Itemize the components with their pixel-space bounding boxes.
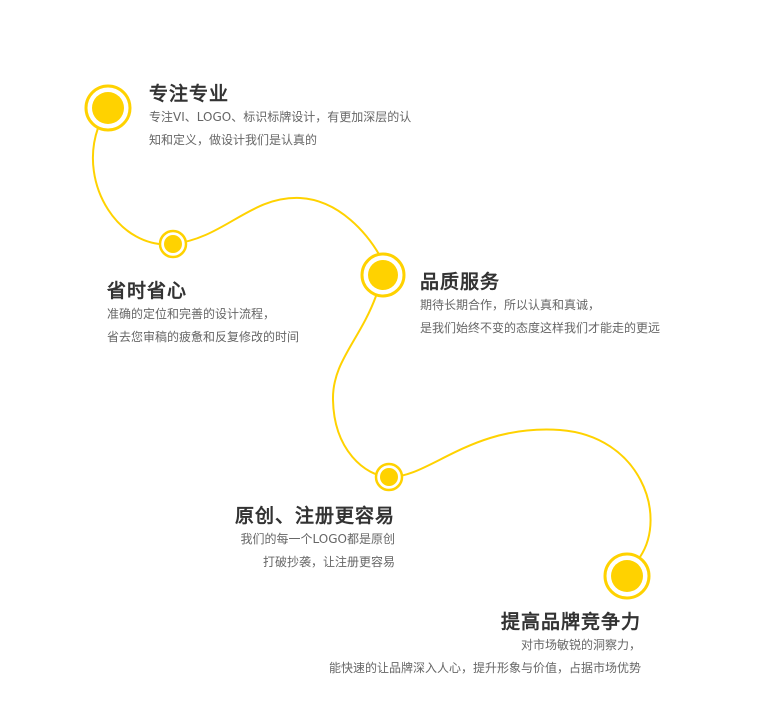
milestone-dot-4 xyxy=(374,462,404,492)
desc-line: 我们的每一个LOGO都是原创 xyxy=(240,532,395,546)
item-title-5: 提高品牌竞争力 xyxy=(500,611,641,633)
desc-line: 准确的定位和完善的设计流程， xyxy=(107,307,276,321)
milestone-dot-2 xyxy=(158,229,188,259)
item-desc-4: 我们的每一个LOGO都是原创打破抄袭，让注册更容易 xyxy=(241,528,395,574)
item-desc-3: 期待长期合作，所以认真和真诚， 是我们始终不变的态度这样我们才能走的更远 xyxy=(420,294,660,340)
item-title-3: 品质服务 xyxy=(420,271,501,293)
desc-line: 是我们始终不变的态度这样我们才能走的更远 xyxy=(420,321,661,335)
desc-line: 打破抄袭，让注册更容易 xyxy=(262,555,395,569)
milestone-dot-1 xyxy=(84,84,132,132)
item-desc-5: 对市场敏锐的洞察力， 能快速的让品牌深入人心，提升形象与价值，占据市场优势 xyxy=(329,634,641,680)
curve-line xyxy=(92,127,652,558)
desc-line: 知和定义，做设计我们是认真的 xyxy=(149,133,318,147)
milestone-dot-5 xyxy=(603,552,651,600)
item-title-4: 原创、注册更容易 xyxy=(234,505,395,527)
item-desc-1: 专注VI、LOGO、标识标牌设计，有更加深层的认知和定义，做设计我们是认真的 xyxy=(149,106,411,152)
item-title-2: 省时省心 xyxy=(107,280,188,302)
desc-line: 专注VI、LOGO、标识标牌设计，有更加深层的认 xyxy=(149,110,412,124)
desc-line: 省去您审稿的疲惫和反复修改的时间 xyxy=(107,330,300,344)
desc-line: 能快速的让品牌深入人心，提升形象与价值，占据市场优势 xyxy=(328,661,641,675)
item-title-1: 专注专业 xyxy=(149,83,230,105)
milestone-dot-3 xyxy=(360,252,406,298)
desc-line: 对市场敏锐的洞察力， xyxy=(520,638,641,652)
desc-line: 期待长期合作，所以认真和真诚， xyxy=(420,298,601,312)
item-desc-2: 准确的定位和完善的设计流程， 省去您审稿的疲惫和反复修改的时间 xyxy=(107,303,299,349)
